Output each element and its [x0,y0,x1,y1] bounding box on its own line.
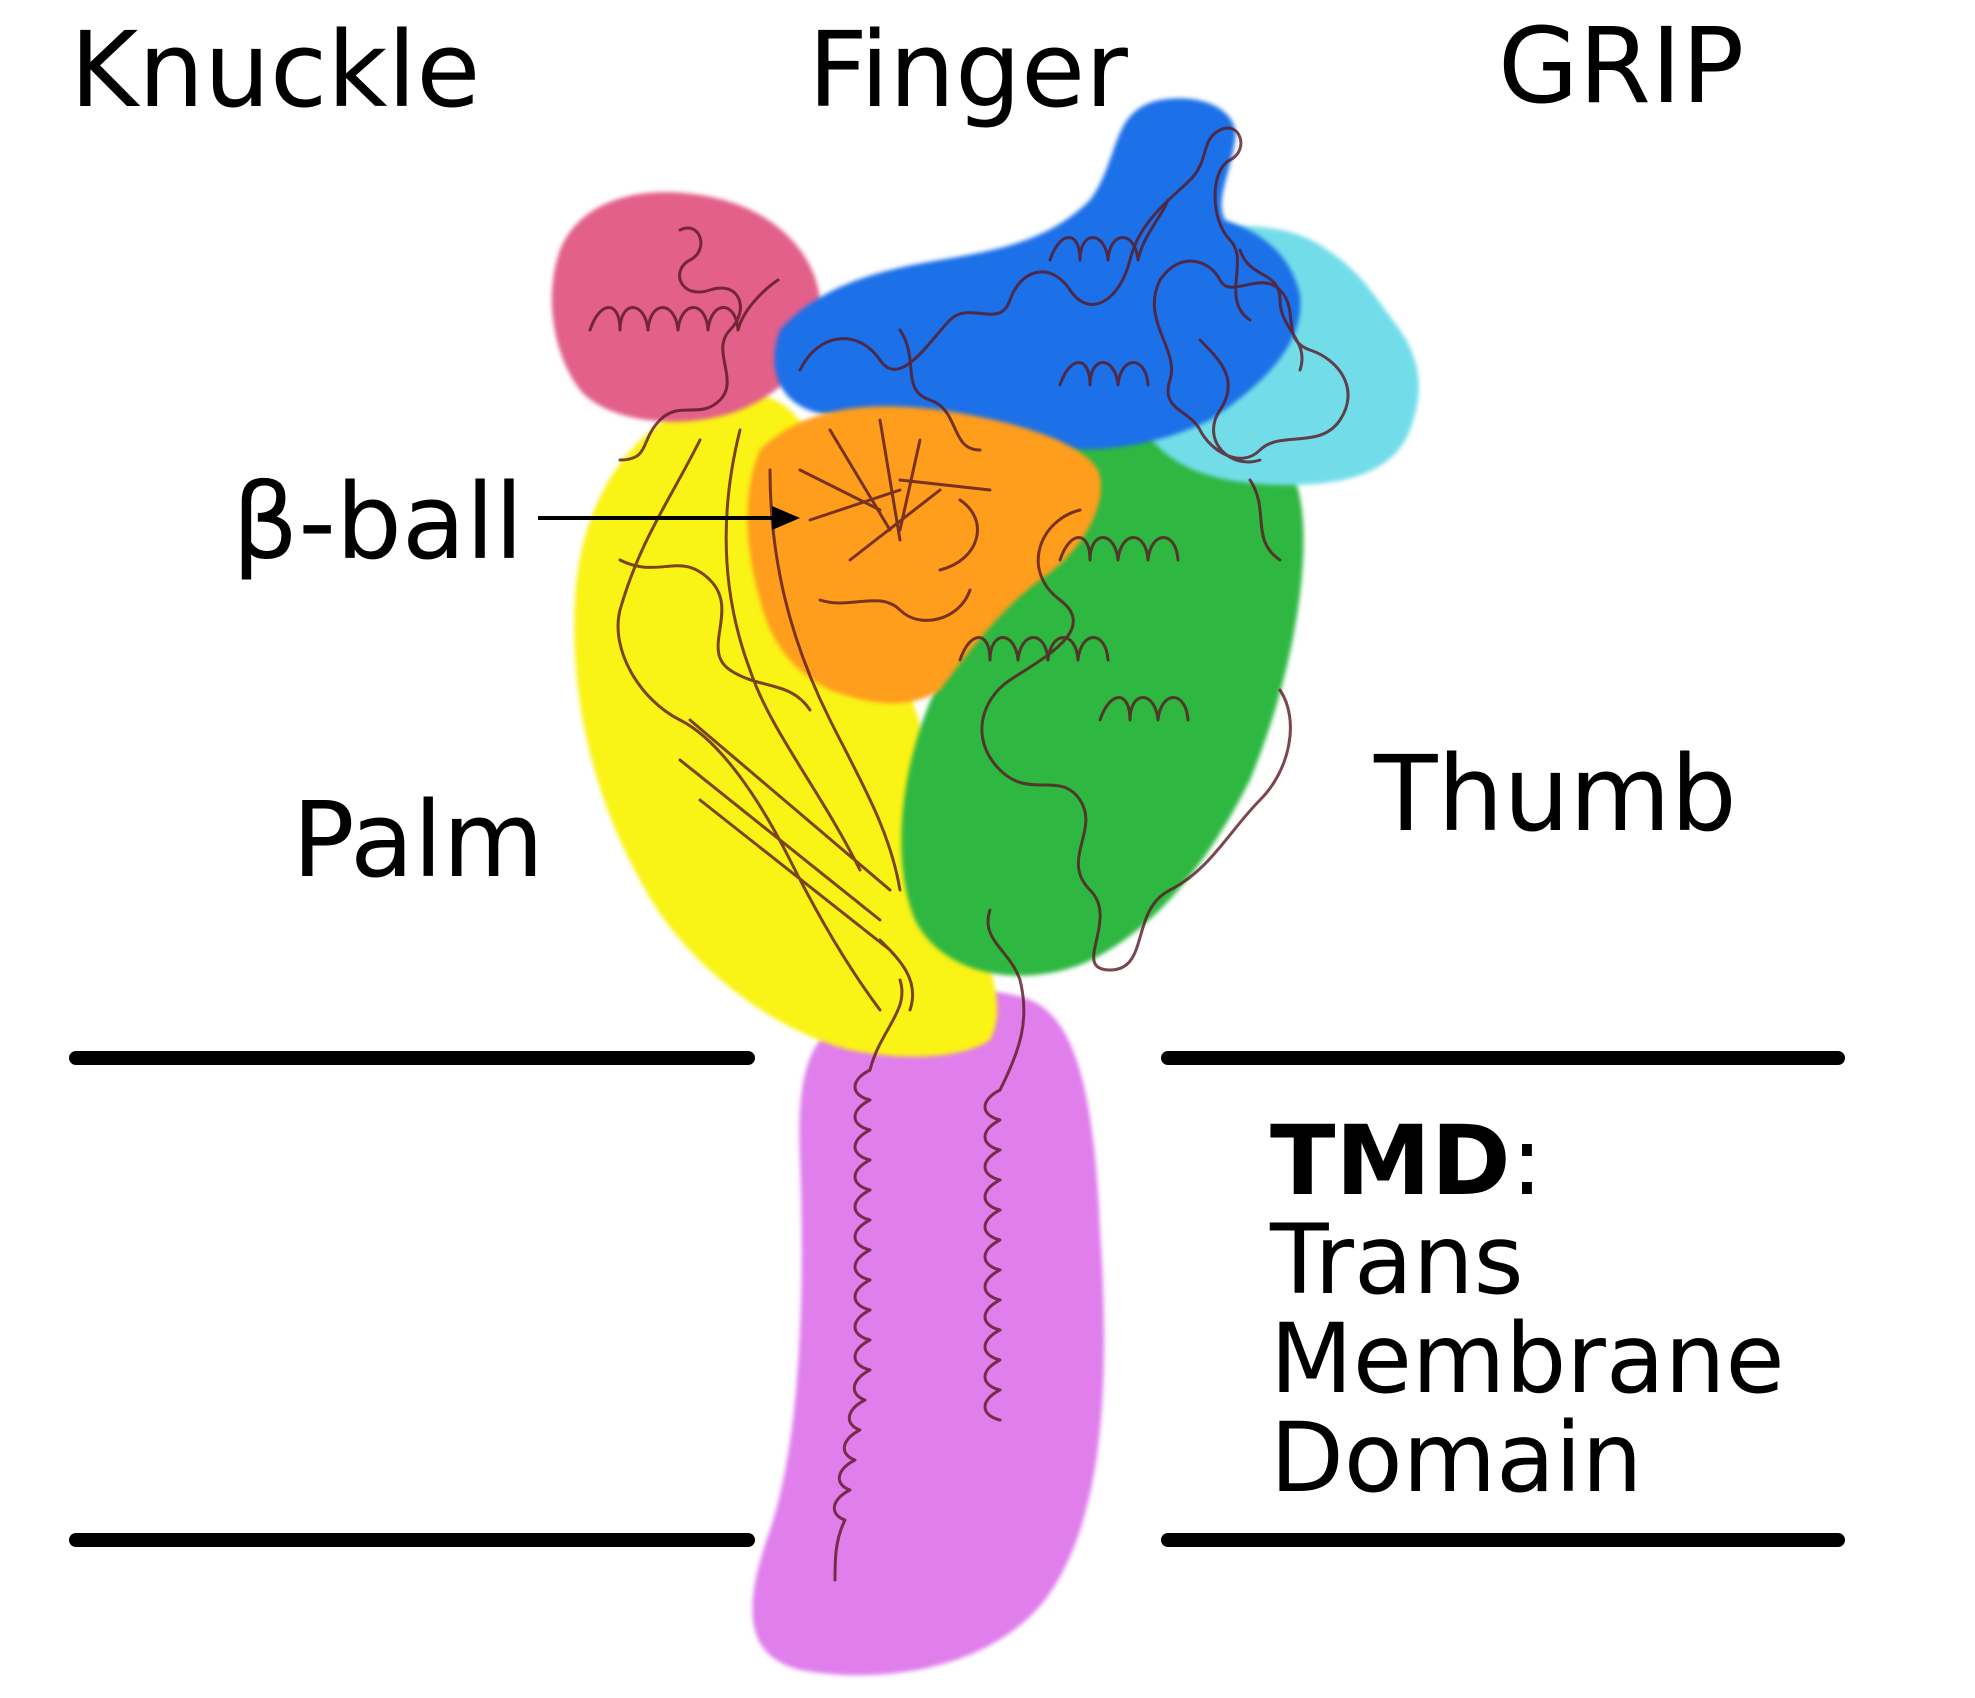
beta-ball-region [747,406,1101,704]
finger-label: Finger [808,9,1128,131]
finger-loop [798,126,1252,452]
protein-ribbon [588,126,1350,1582]
tmd-line-membrane: Membrane [1270,1302,1785,1415]
tmd-region [752,990,1105,1676]
finger-region [774,98,1301,450]
tmd-colon: : [1510,1105,1544,1217]
grip-label: GRIP [1498,5,1745,127]
tmd-label-block: TMD: Trans Membrane Domain [1270,1112,1785,1508]
tmd-line-trans: Trans [1270,1203,1524,1316]
thumb-loop [980,478,1292,972]
tmd-helix-left [832,1068,872,1582]
grip-loop [1152,248,1350,464]
tmd-line-domain: Domain [1270,1401,1643,1514]
finger-helix-upper [1048,198,1170,262]
palm-region [574,392,998,1057]
beta-ball-strands [798,418,992,622]
knuckle-label: Knuckle [70,9,481,131]
beta-ball-arrow [538,506,800,530]
thumb-helix-2 [1058,536,1180,562]
knuckle-region [551,192,821,422]
palm-label: Palm [292,779,544,901]
beta-ball-label: β-ball [232,461,524,583]
tmd-heading: TMD: [1270,1112,1785,1211]
thumb-helix-1 [958,636,1110,662]
knuckle-loop [618,226,742,462]
thumb-helix-3 [1098,696,1190,722]
tmd-abbr: TMD [1270,1105,1511,1217]
thumb-label: Thumb [1374,733,1737,855]
tmd-helix-right [983,1088,1002,1422]
finger-helix-lower [1058,361,1150,387]
tmd-connector [868,908,1026,1092]
knuckle-helix [588,278,780,332]
palm-strands [616,428,915,1012]
